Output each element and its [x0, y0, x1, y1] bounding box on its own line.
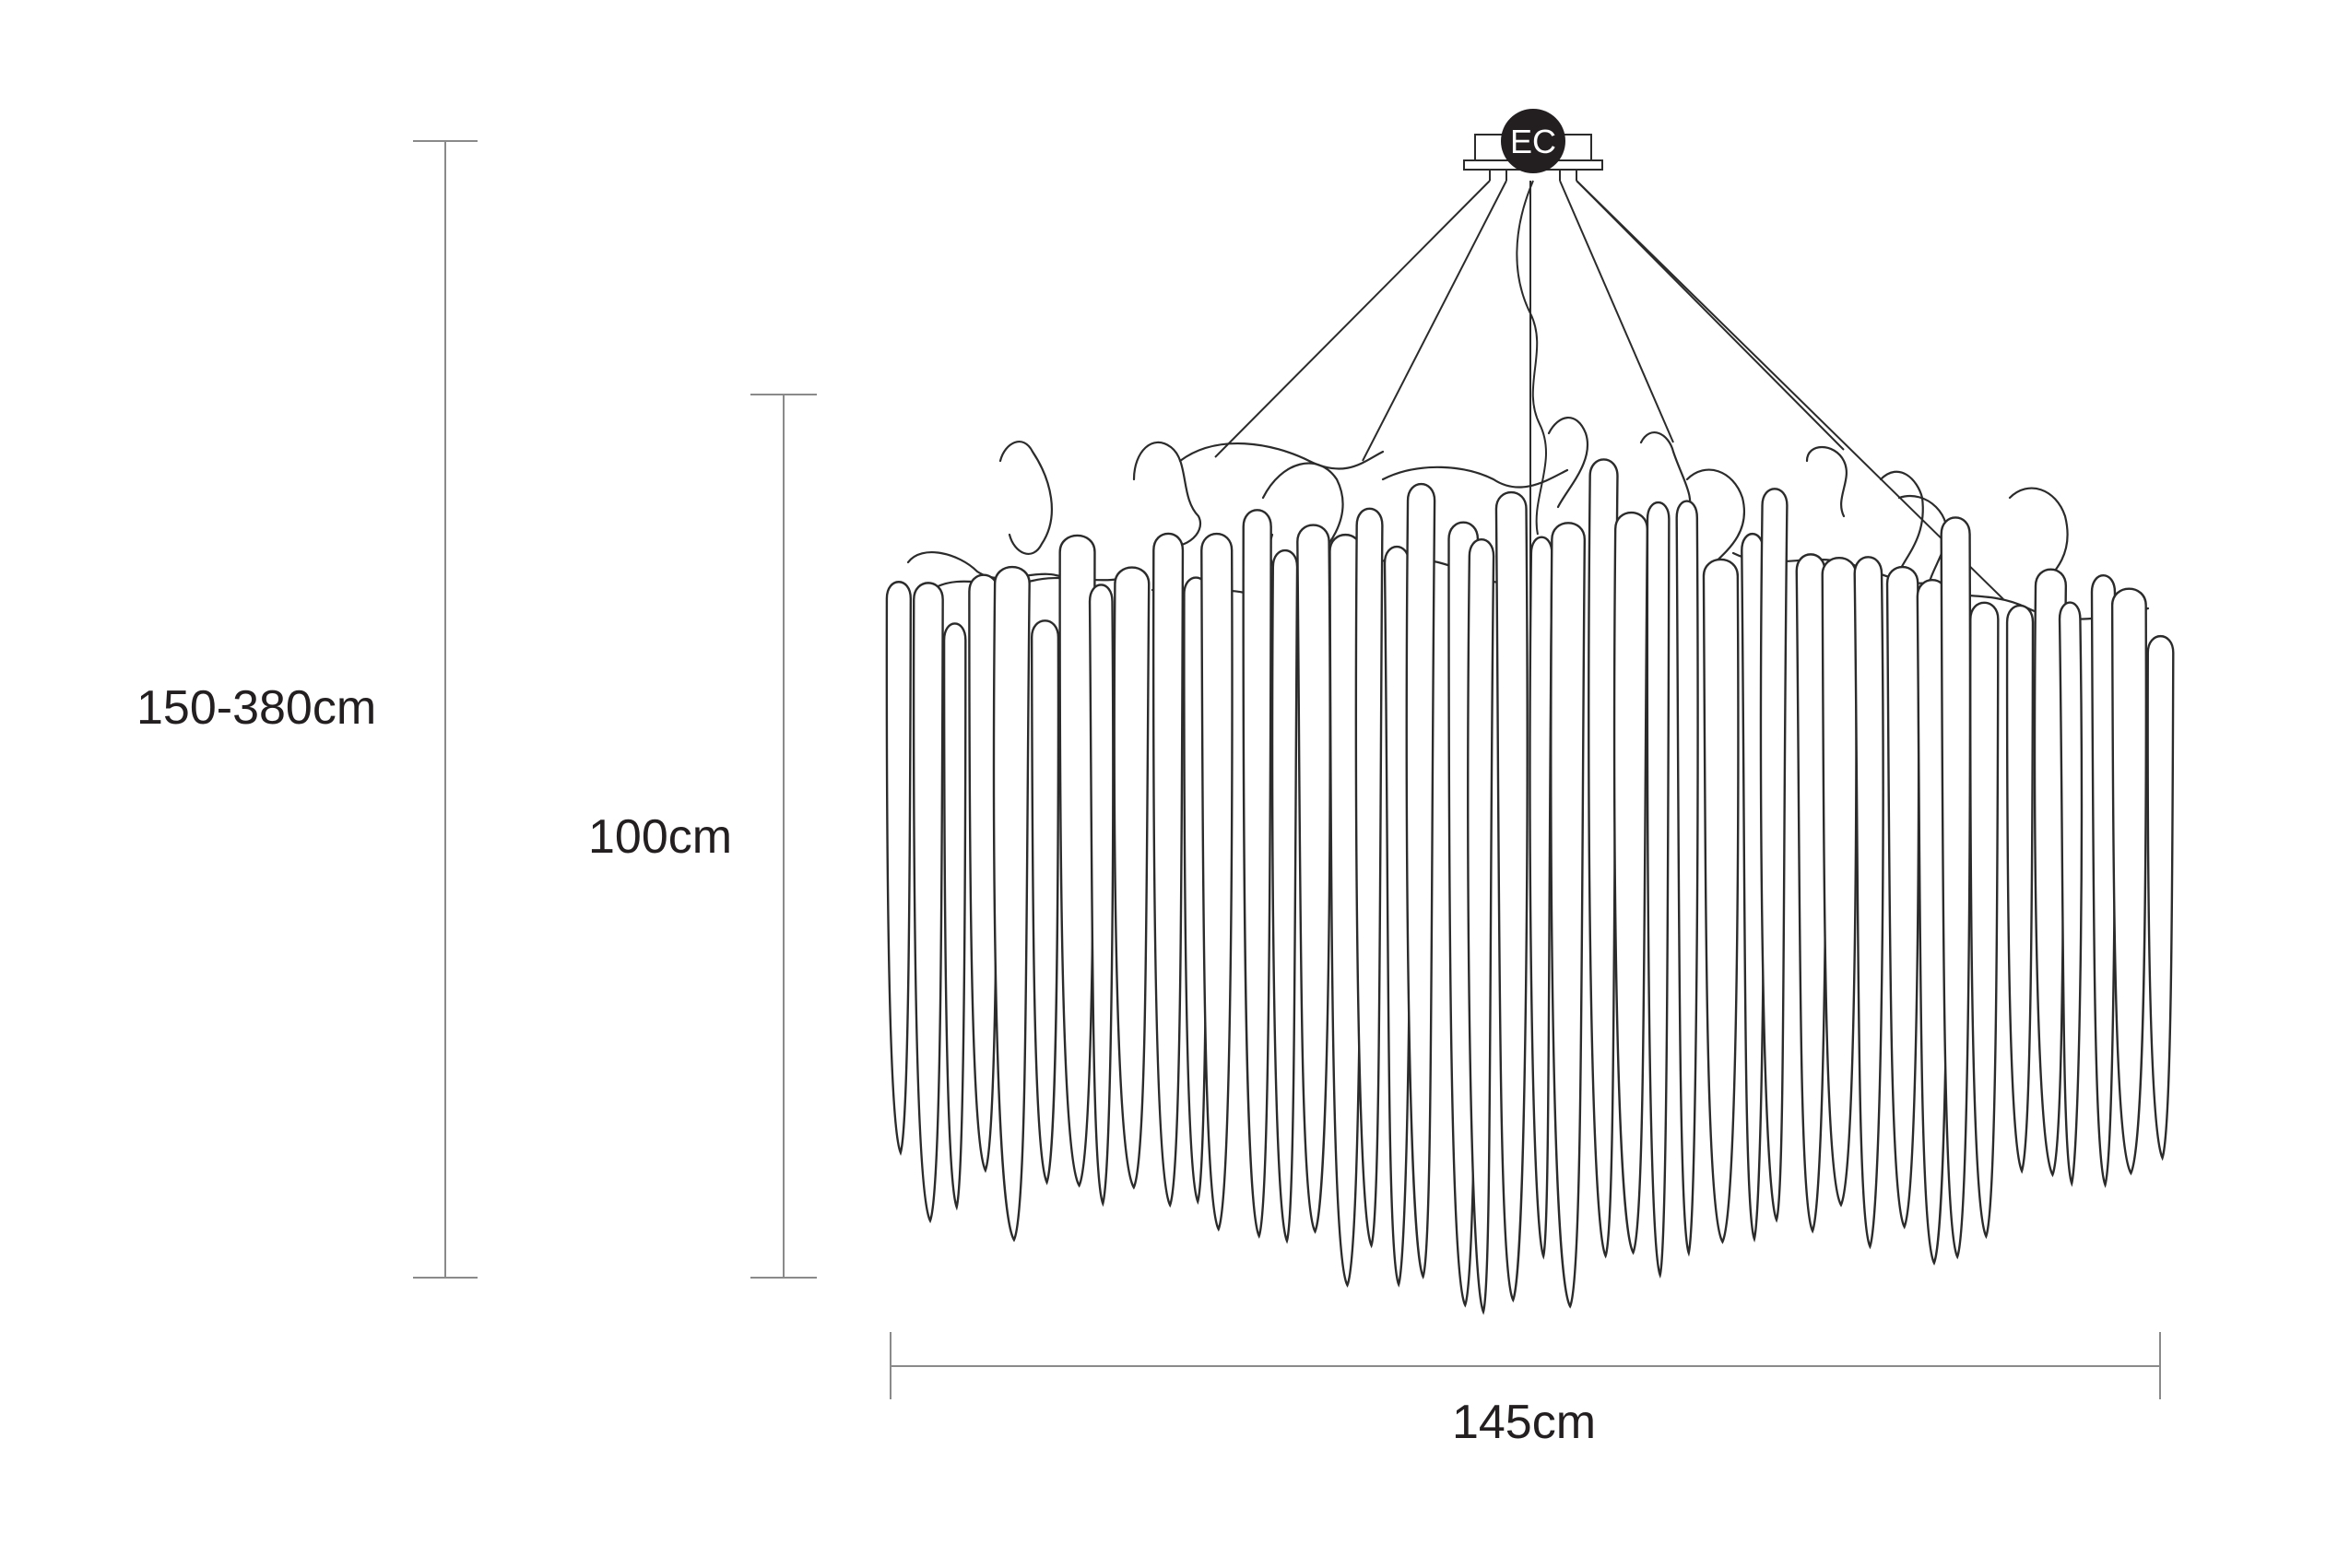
glass-rod — [1940, 516, 1972, 1260]
glass-rod — [942, 622, 967, 1211]
suspension-cables — [1214, 180, 2004, 627]
body-height-dimension: 100cm — [588, 394, 817, 1279]
canopy-pegs — [1489, 170, 1577, 181]
glass-rod — [1646, 501, 1671, 1279]
glass-rod — [1296, 524, 1331, 1234]
branch-segment — [1178, 442, 1385, 470]
glass-rod — [1529, 536, 1553, 1260]
glass-rod — [1675, 500, 1699, 1257]
glass-rod — [1702, 558, 1740, 1244]
width-dimension: 145cm — [890, 1332, 2161, 1449]
glass-rod — [1759, 488, 1789, 1223]
glass-rod — [1270, 549, 1299, 1244]
glass-rod — [1088, 584, 1115, 1208]
glass-rods — [885, 458, 2175, 1315]
glass-rod — [1853, 556, 1884, 1250]
glass-rod — [1885, 565, 1920, 1230]
ec-badge-label: EC — [1510, 123, 1556, 160]
glass-rod — [1588, 458, 1619, 1259]
branch-segment — [998, 441, 1053, 555]
total-height-label: 150-380cm — [136, 681, 376, 735]
glass-rod — [1467, 538, 1495, 1315]
branch-segment — [929, 570, 1145, 592]
branch-segment — [906, 551, 1071, 583]
branch-segment — [1639, 431, 1692, 518]
glass-rod — [1151, 532, 1185, 1208]
glass-rod — [992, 565, 1031, 1243]
glass-rod — [1200, 533, 1234, 1232]
glass-rod — [2005, 604, 2035, 1174]
glass-rod — [1354, 507, 1384, 1249]
body-height-label: 100cm — [588, 810, 732, 864]
glass-rod — [1242, 509, 1272, 1239]
ec-badge — [1501, 109, 1565, 173]
glass-rod — [1550, 522, 1587, 1309]
glass-rod — [1612, 511, 1649, 1256]
branch-segment — [1805, 446, 1848, 518]
power-cord — [1516, 180, 1547, 536]
branch-segment — [1879, 470, 1924, 573]
glass-rod — [1494, 491, 1529, 1303]
glass-rod — [1969, 601, 2000, 1240]
glass-rod — [1795, 553, 1827, 1234]
branch-segment — [1132, 441, 1202, 548]
branch-segment — [1547, 417, 1588, 509]
glass-rod — [912, 582, 944, 1224]
glass-rod — [1030, 619, 1060, 1185]
glass-rod — [1821, 557, 1858, 1208]
glass-rod — [885, 581, 913, 1156]
glass-rod — [2110, 587, 2148, 1176]
glass-rod — [2033, 568, 2068, 1178]
branch-segment — [1685, 468, 1745, 573]
glass-rod — [2058, 601, 2084, 1187]
glass-rod — [1405, 483, 1436, 1279]
glass-rod — [2146, 635, 2175, 1161]
width-label: 145cm — [1452, 1396, 1596, 1449]
glass-rod — [1113, 566, 1151, 1190]
glass-rod — [1058, 534, 1096, 1188]
ceiling-canopy: EC — [1463, 109, 1603, 181]
glass-rod — [2090, 574, 2117, 1188]
branch-segment — [1381, 466, 1569, 489]
total-height-dimension: 150-380cm — [136, 140, 478, 1279]
